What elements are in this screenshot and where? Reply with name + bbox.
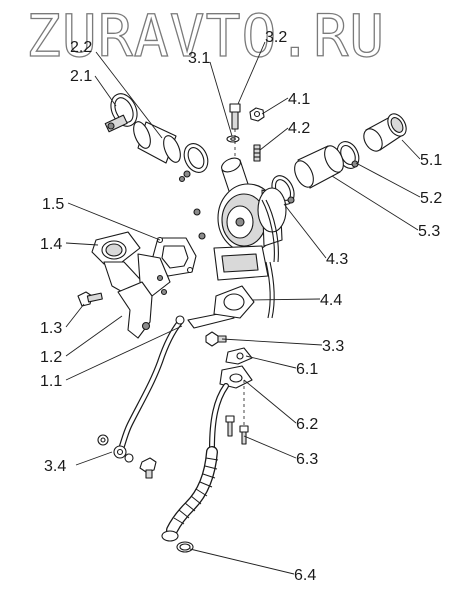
- leader-lines: [65, 41, 421, 575]
- callout-6-4: 6.4: [294, 567, 316, 584]
- callout-4-1: 4.1: [288, 91, 310, 108]
- part-6-1-gasket: [225, 347, 253, 365]
- part-6-2-oil-return-hose: [161, 383, 229, 542]
- callout-6-3: 6.3: [296, 451, 318, 468]
- callout-2-1: 2.1: [70, 68, 92, 85]
- callout-4-4: 4.4: [320, 292, 342, 309]
- callout-1-1: 1.1: [40, 373, 62, 390]
- callout-3-2: 3.2: [265, 29, 287, 46]
- part-1-4-exhaust-flange: [91, 231, 171, 303]
- part-5-3-hose: [294, 145, 344, 189]
- part-3-2-banjo-bolt: [229, 103, 241, 170]
- part-4-2-stud: [253, 144, 261, 162]
- callout-5-3: 5.3: [418, 223, 440, 240]
- part-1-1-oil-feed-pipe: [119, 311, 235, 449]
- part-3-1-washer: [226, 135, 240, 143]
- callout-labels: 2.2 2.1 3.1 3.2 4.1 4.2 5.1 5.2 5.3 1.5 …: [40, 29, 442, 584]
- part-6-3-bolt: [225, 415, 249, 445]
- callout-1-4: 1.4: [40, 236, 62, 253]
- part-2-1-clamp: [104, 93, 138, 133]
- part-4-4-gasket: [213, 261, 275, 319]
- part-1-2-bracket: [117, 281, 153, 339]
- callout-3-4: 3.4: [44, 458, 66, 475]
- callout-3-1: 3.1: [188, 50, 210, 67]
- callout-5-1: 5.1: [420, 152, 442, 169]
- part-6-2-oil-return-flange: [219, 365, 253, 430]
- part-3-4-banjo-fitting: [97, 434, 157, 479]
- part-4-1-nut: [249, 107, 265, 122]
- callout-1-3: 1.3: [40, 320, 62, 337]
- callout-1-5: 1.5: [42, 196, 64, 213]
- turbocharger-body: [193, 157, 287, 281]
- part-2-2-hose: [133, 121, 181, 164]
- callout-2-2: 2.2: [70, 39, 92, 56]
- callout-4-2: 4.2: [288, 120, 310, 137]
- callout-5-2: 5.2: [420, 190, 442, 207]
- watermark-text: ZURAVTO.RU: [26, 2, 385, 70]
- callout-1-2: 1.2: [40, 349, 62, 366]
- part-1-3-bolt: [77, 291, 103, 307]
- callout-4-3: 4.3: [326, 251, 348, 268]
- part-5-1-hose-end: [363, 113, 407, 152]
- callout-3-3: 3.3: [322, 338, 344, 355]
- part-2-1-clamp-lower: [178, 143, 209, 183]
- callout-6-1: 6.1: [296, 361, 318, 378]
- part-6-4-o-ring: [176, 541, 194, 553]
- callout-6-2: 6.2: [296, 416, 318, 433]
